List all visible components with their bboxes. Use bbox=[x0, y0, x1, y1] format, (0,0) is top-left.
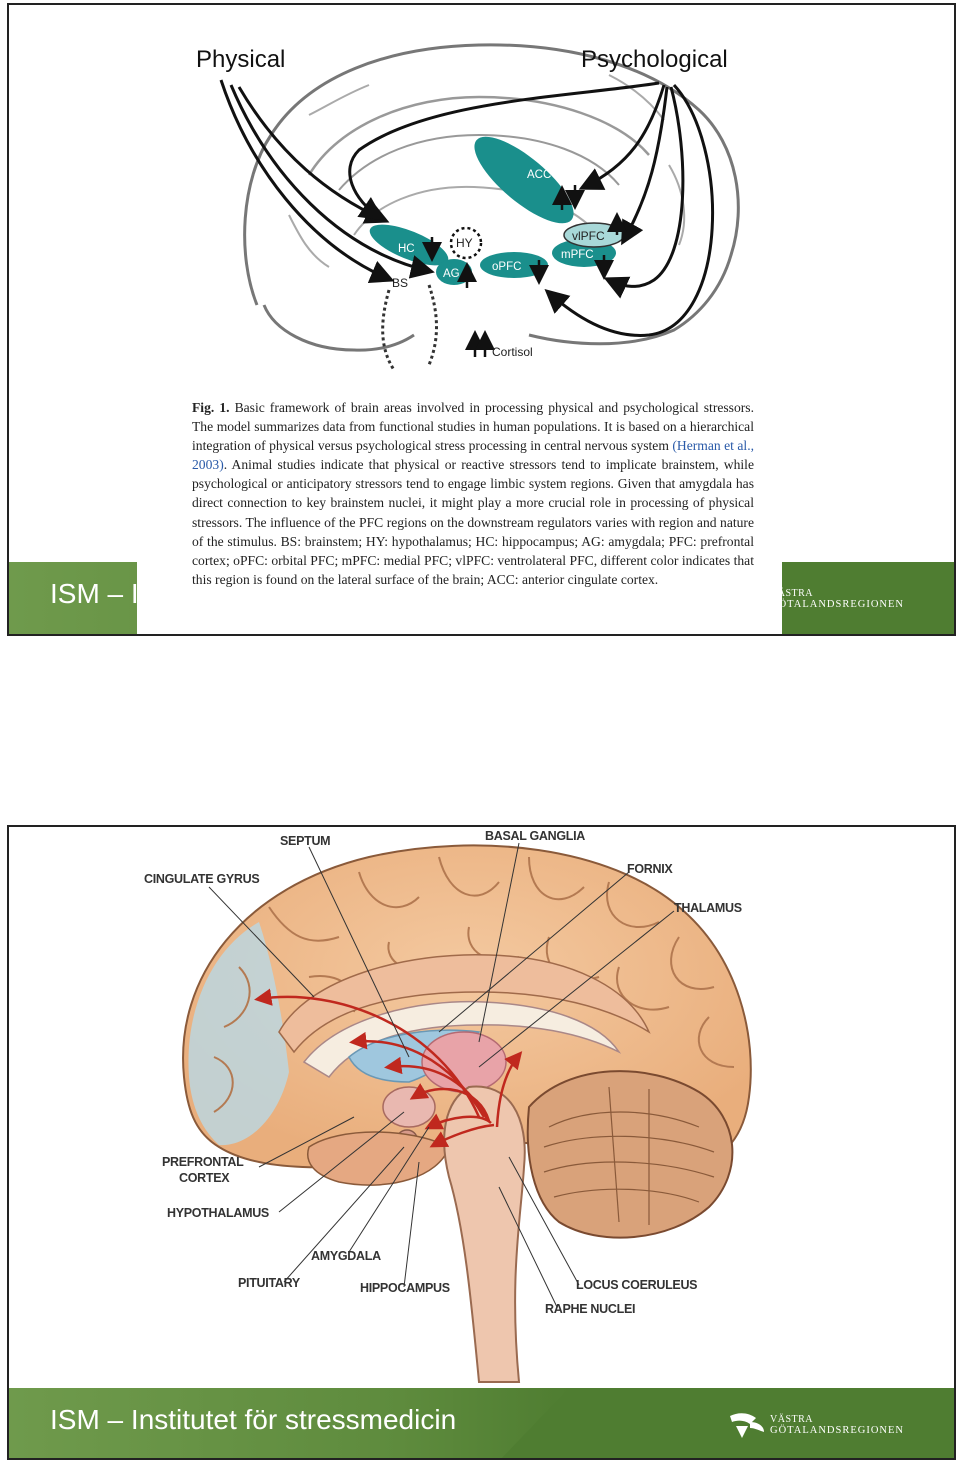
caption-paragraph: Fig. 1. Basic framework of brain areas i… bbox=[192, 398, 754, 589]
heading-physical: Physical bbox=[196, 46, 285, 73]
label-opfc: oPFC bbox=[492, 261, 521, 273]
cerebellum-shape bbox=[526, 1070, 734, 1239]
label-mpfc: mPFC bbox=[561, 249, 594, 261]
caption-text-2: . Animal studies indicate that physical … bbox=[192, 457, 754, 587]
label-basal-ganglia: BASAL GANGLIA bbox=[485, 829, 585, 843]
logo-line-2: GÖTALANDSREGIONEN bbox=[770, 599, 904, 610]
label-hippocampus: HIPPOCAMPUS bbox=[360, 1281, 450, 1295]
footer-sheen bbox=[9, 1388, 569, 1458]
footer-title: ISM – Institutet för stressmedicin bbox=[50, 1404, 457, 1435]
slide-stress-framework: ACC HC HY AG BS oPFC vlPFC mPFC bbox=[7, 3, 956, 636]
hypothalamus-shape bbox=[382, 1086, 436, 1128]
logo-line-2: GÖTALANDSREGIONEN bbox=[770, 1425, 904, 1436]
label-hypothalamus: HYPOTHALAMUS bbox=[167, 1206, 269, 1220]
label-vlpfc: vlPFC bbox=[572, 229, 605, 243]
logo-line-1: VÄSTRA bbox=[770, 588, 814, 599]
label-acc: ACC bbox=[527, 169, 551, 181]
caption-fig-label: Fig. 1. bbox=[192, 400, 230, 415]
regulation-arrows bbox=[422, 185, 627, 288]
temporal-lobe-shape bbox=[307, 1131, 450, 1186]
vgr-logo: VÄSTRA GÖTALANDSREGIONEN bbox=[728, 1410, 904, 1440]
label-locus-coeruleus: LOCUS COERULEUS bbox=[576, 1278, 697, 1292]
slide-footer: ISM – Institutet för stressmedicin VÄSTR… bbox=[9, 1388, 954, 1458]
label-fornix: FORNIX bbox=[627, 862, 673, 876]
slide-brain-anatomy: SEPTUM BASAL GANGLIA CINGULATE GYRUS FOR… bbox=[7, 825, 956, 1460]
label-amygdala: AMYGDALA bbox=[311, 1249, 381, 1263]
brain-sketch-outline bbox=[243, 43, 740, 352]
figure-caption: Fig. 1. Basic framework of brain areas i… bbox=[137, 388, 782, 634]
caption-reference-link[interactable]: (Herman et al., 2003) bbox=[192, 438, 754, 473]
psychological-arrows bbox=[348, 81, 714, 337]
stress-framework-diagram: ACC HC HY AG BS oPFC vlPFC mPFC bbox=[196, 43, 740, 371]
brainstem-shape bbox=[443, 1085, 526, 1383]
brain-anatomy-illustration: SEPTUM BASAL GANGLIA CINGULATE GYRUS FOR… bbox=[144, 829, 752, 1383]
region-hy bbox=[449, 226, 483, 260]
logo-line-1: VÄSTRA bbox=[770, 1414, 814, 1425]
label-cingulate-gyrus: CINGULATE GYRUS bbox=[144, 872, 259, 886]
neural-pathway-arrows bbox=[254, 988, 523, 1148]
label-prefrontal-cortex-2: CORTEX bbox=[179, 1171, 230, 1185]
caption-text-1: Basic framework of brain areas involved … bbox=[192, 400, 754, 454]
label-pituitary: PITUITARY bbox=[238, 1276, 301, 1290]
prefrontal-region-shape bbox=[188, 922, 289, 1146]
label-prefrontal-cortex-1: PREFRONTAL bbox=[162, 1155, 244, 1169]
label-thalamus: THALAMUS bbox=[674, 901, 742, 915]
cortisol-up-arrows bbox=[465, 330, 495, 357]
region-acc bbox=[474, 136, 574, 224]
label-ag: AG bbox=[443, 268, 460, 280]
label-bs: BS bbox=[392, 276, 408, 290]
vgr-logo-mark-icon bbox=[730, 1413, 765, 1438]
heading-psychological: Psychological bbox=[581, 46, 728, 73]
label-leader-lines bbox=[208, 842, 675, 1308]
label-hc: HC bbox=[398, 243, 415, 255]
cerebellum-folia bbox=[543, 1086, 715, 1225]
brainstem-dotted-outline bbox=[381, 284, 438, 371]
label-septum: SEPTUM bbox=[280, 834, 330, 848]
label-raphe-nuclei: RAPHE NUCLEI bbox=[545, 1302, 635, 1316]
label-cortisol: Cortisol bbox=[492, 345, 533, 359]
footer-title: ISM – I bbox=[50, 578, 139, 609]
label-hy: HY bbox=[456, 236, 473, 250]
